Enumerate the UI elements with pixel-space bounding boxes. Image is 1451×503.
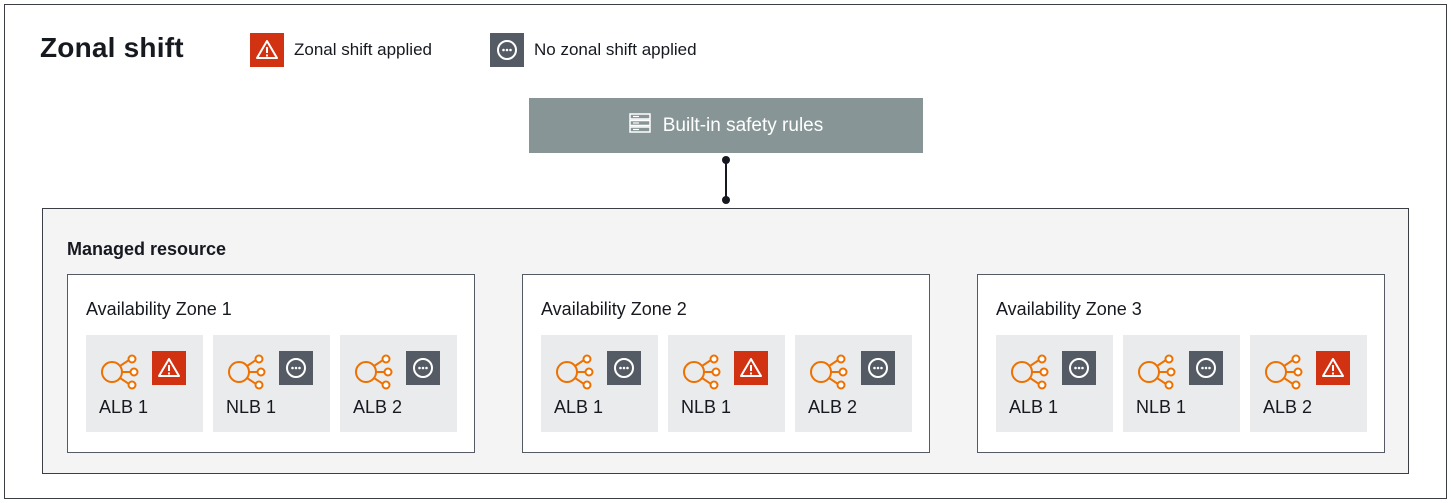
managed-resource-box: Managed resource Availability Zone 1 ALB… bbox=[42, 208, 1409, 474]
load-balancer-icon bbox=[1135, 352, 1177, 397]
zone-label: Availability Zone 2 bbox=[541, 299, 687, 319]
status-badge bbox=[406, 351, 440, 385]
status-badge bbox=[1189, 351, 1223, 385]
ellipsis-icon bbox=[607, 351, 641, 385]
ellipsis-icon bbox=[1062, 351, 1096, 385]
load-balancer-icon bbox=[352, 352, 394, 397]
connector-line bbox=[725, 160, 727, 200]
resource-name: ALB 1 bbox=[1009, 397, 1059, 417]
resource-name: ALB 1 bbox=[554, 397, 604, 417]
resource-name: NLB 1 bbox=[1136, 397, 1187, 417]
legend-not-applied-label: No zonal shift applied bbox=[534, 40, 697, 59]
load-balancer-icon bbox=[680, 352, 722, 397]
ellipsis-icon bbox=[279, 351, 313, 385]
resource-name: ALB 2 bbox=[808, 397, 858, 417]
load-balancer-icon bbox=[553, 352, 595, 397]
zone-label: Availability Zone 1 bbox=[86, 299, 232, 319]
legend-zonal-shift-applied: Zonal shift applied bbox=[250, 33, 432, 67]
resource-name: ALB 2 bbox=[353, 397, 403, 417]
load-balancer-icon bbox=[98, 352, 140, 397]
managed-resource-label: Managed resource bbox=[67, 239, 227, 259]
load-balancer-icon bbox=[1008, 352, 1050, 397]
rules-stack-icon bbox=[628, 112, 651, 139]
load-balancer-icon bbox=[1262, 352, 1304, 397]
ellipsis-icon bbox=[406, 351, 440, 385]
availability-zone-1: Availability Zone 1 ALB 1 NLB 1 ALB 2 bbox=[67, 274, 475, 453]
resource-name: NLB 1 bbox=[226, 397, 277, 417]
load-balancer-icon bbox=[807, 352, 849, 397]
resource-card: ALB 1 bbox=[996, 335, 1113, 432]
status-badge bbox=[607, 351, 641, 385]
built-in-safety-rules-label: Built-in safety rules bbox=[662, 114, 824, 136]
status-badge bbox=[152, 351, 186, 385]
diagram-title: Zonal shift bbox=[40, 32, 184, 63]
resource-card: NLB 1 bbox=[668, 335, 785, 432]
resource-name: ALB 1 bbox=[99, 397, 149, 417]
resource-card: ALB 2 bbox=[795, 335, 912, 432]
legend-applied-label: Zonal shift applied bbox=[294, 40, 432, 59]
status-badge bbox=[734, 351, 768, 385]
legend-no-zonal-shift: No zonal shift applied bbox=[490, 33, 697, 67]
status-badge bbox=[1062, 351, 1096, 385]
status-badge bbox=[861, 351, 895, 385]
resource-card: ALB 2 bbox=[340, 335, 457, 432]
ellipsis-icon bbox=[1189, 351, 1223, 385]
zone-label: Availability Zone 3 bbox=[996, 299, 1142, 319]
ellipsis-icon bbox=[861, 351, 895, 385]
built-in-safety-rules-box: Built-in safety rules bbox=[529, 98, 923, 153]
resource-card: NLB 1 bbox=[213, 335, 330, 432]
warning-icon bbox=[152, 351, 186, 385]
load-balancer-icon bbox=[225, 352, 267, 397]
resource-name: ALB 2 bbox=[1263, 397, 1313, 417]
resource-card: NLB 1 bbox=[1123, 335, 1240, 432]
warning-icon bbox=[250, 33, 284, 67]
resource-card: ALB 2 bbox=[1250, 335, 1367, 432]
warning-icon bbox=[734, 351, 768, 385]
connector-dot-top bbox=[722, 156, 730, 164]
connector-dot-bottom bbox=[722, 196, 730, 204]
availability-zone-3: Availability Zone 3 ALB 1 NLB 1 ALB 2 bbox=[977, 274, 1385, 453]
status-badge bbox=[1316, 351, 1350, 385]
status-badge bbox=[279, 351, 313, 385]
resource-card: ALB 1 bbox=[541, 335, 658, 432]
resource-card: ALB 1 bbox=[86, 335, 203, 432]
warning-icon bbox=[1316, 351, 1350, 385]
resource-name: NLB 1 bbox=[681, 397, 732, 417]
ellipsis-icon bbox=[490, 33, 524, 67]
availability-zone-2: Availability Zone 2 ALB 1 NLB 1 ALB 2 bbox=[522, 274, 930, 453]
